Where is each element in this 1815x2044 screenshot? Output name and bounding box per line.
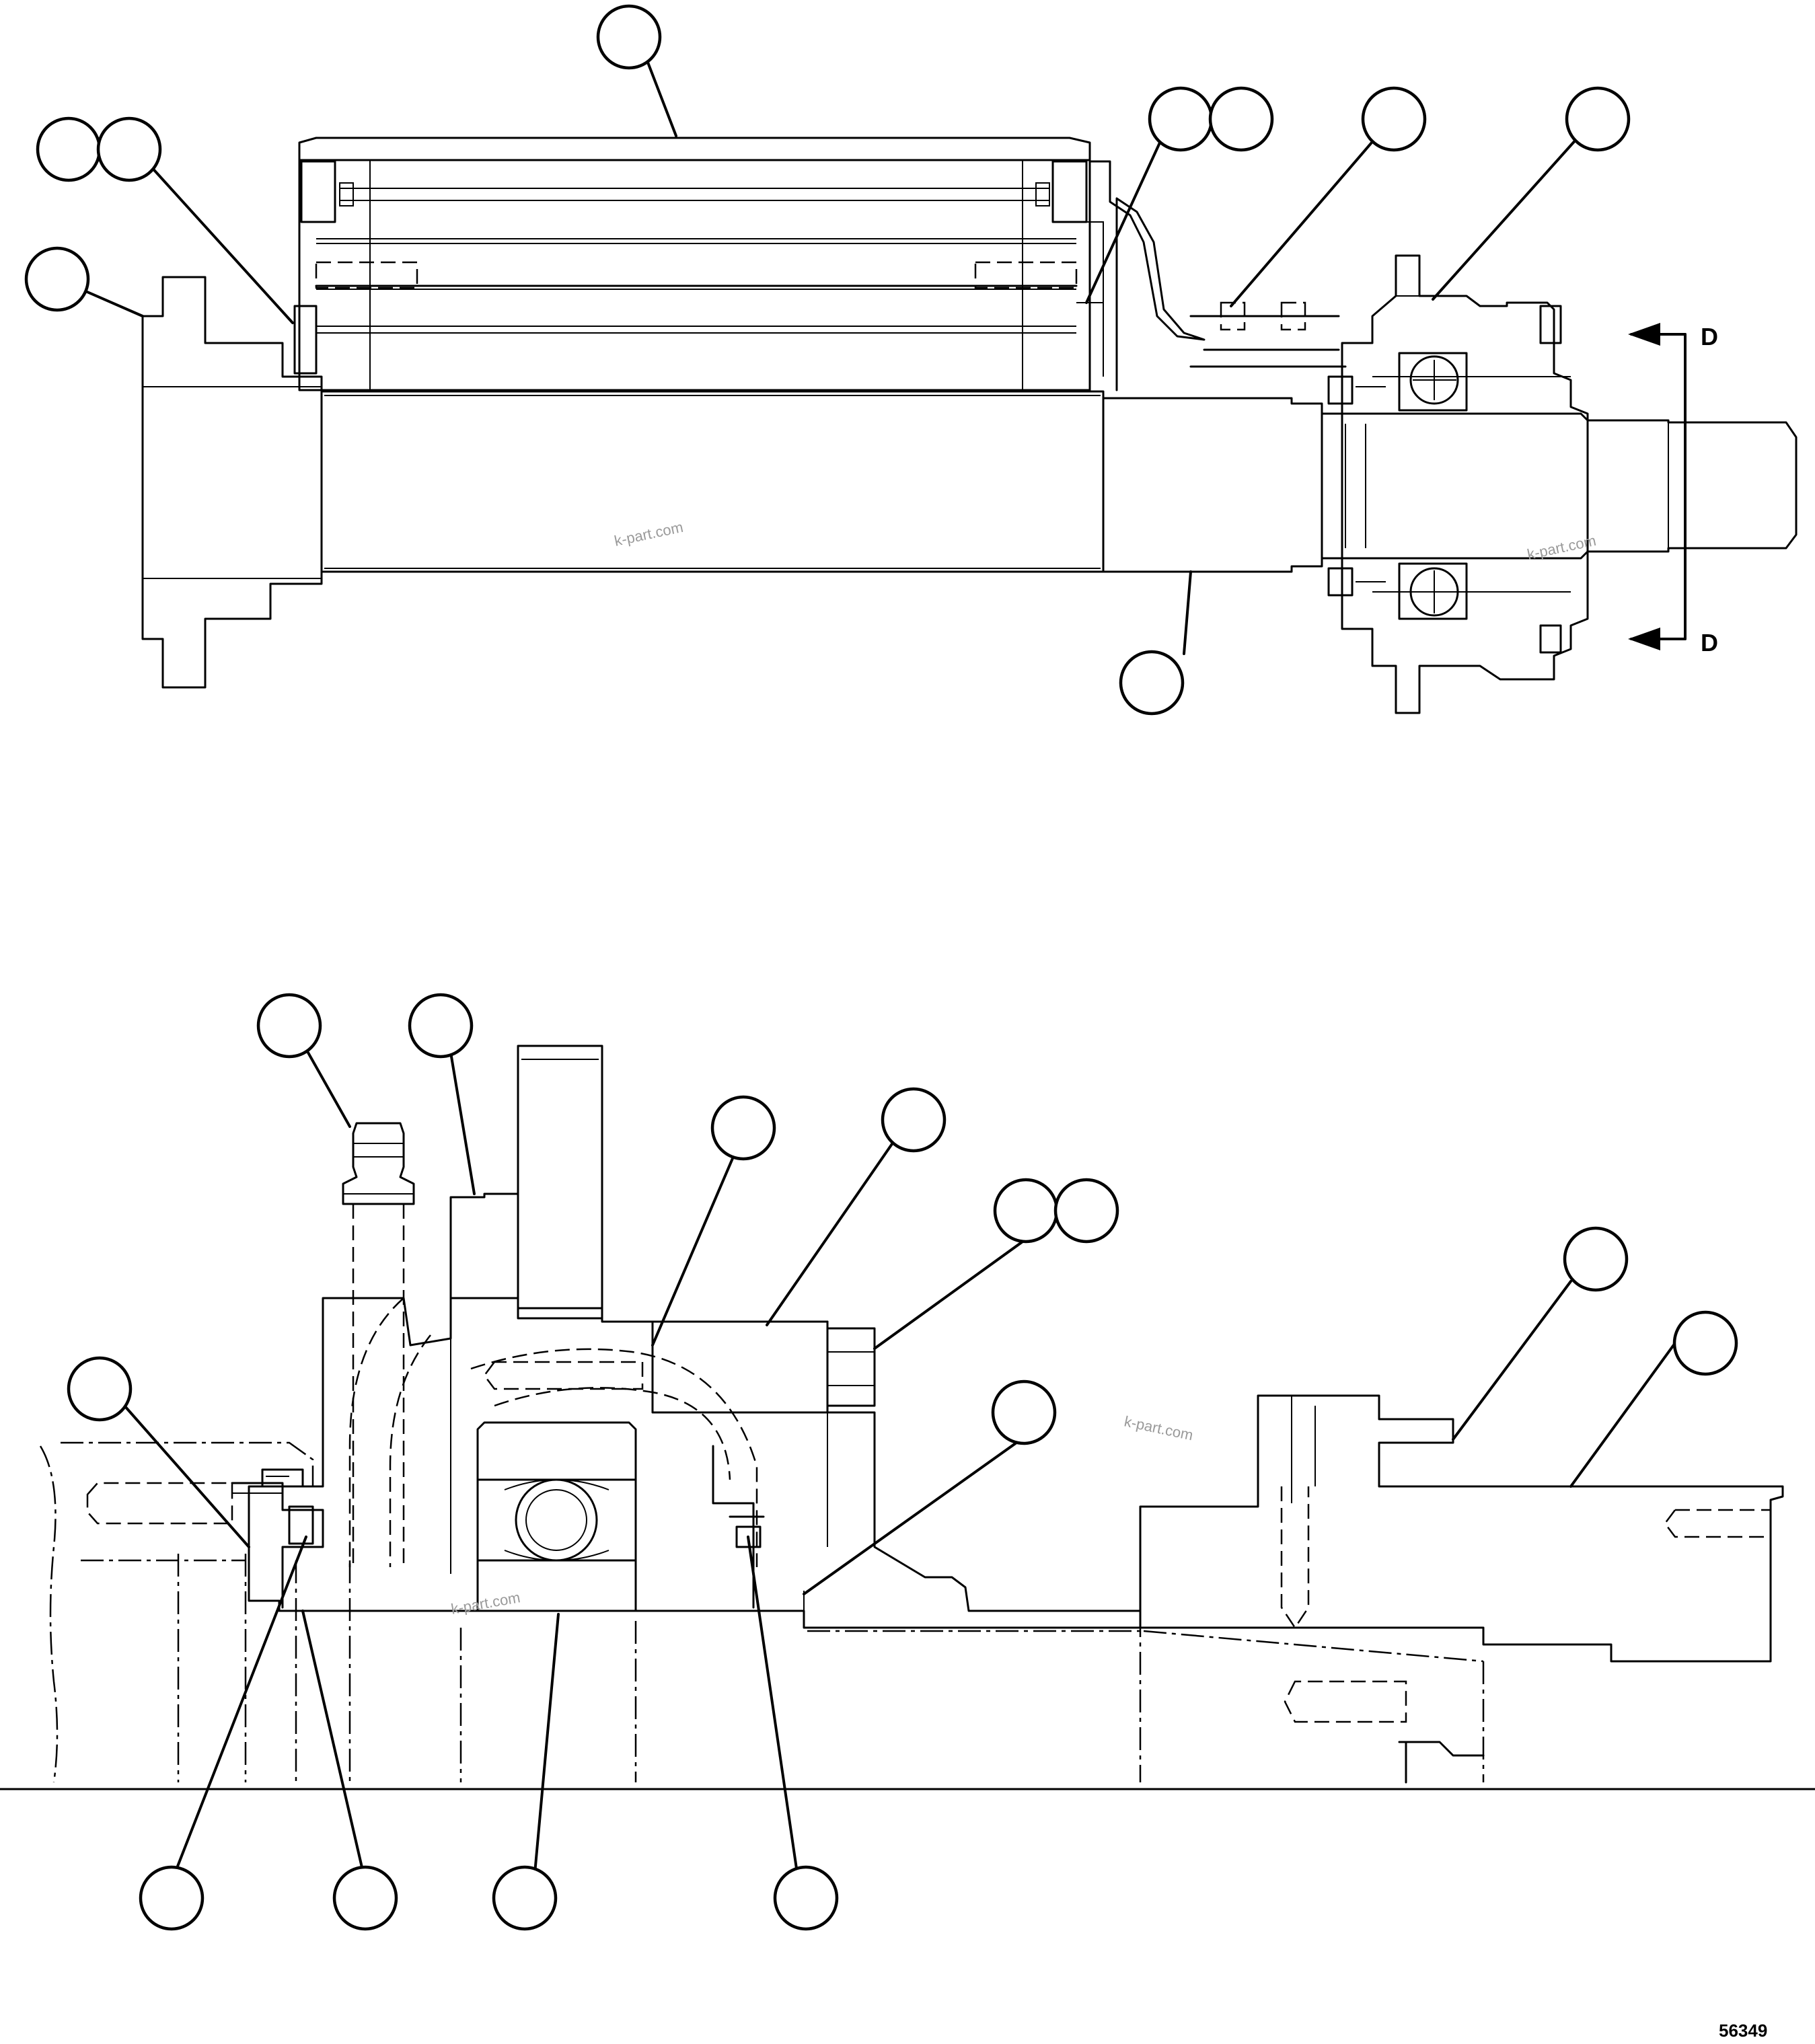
watermark-bottom: k-part.com xyxy=(1123,1412,1195,1443)
shaft-step xyxy=(1102,397,1323,573)
top-assembly-view: D D k-part.com k-part.com xyxy=(141,137,1798,714)
callouts-top-group xyxy=(24,4,1631,716)
left-flange-housing xyxy=(141,276,323,689)
watermark-bottom-left: k-part.com xyxy=(450,1589,522,1618)
hub-body xyxy=(1139,1394,1784,1663)
drum-cover xyxy=(298,137,1091,161)
bolt xyxy=(651,1320,829,1414)
callout-circle xyxy=(492,1865,558,1931)
callout-circle xyxy=(67,1356,133,1422)
main-shaft xyxy=(320,390,1105,573)
bottom-detail-view xyxy=(0,1045,1815,1790)
callout-circle xyxy=(1148,86,1214,152)
callout-circle xyxy=(36,116,102,182)
grease-fitting xyxy=(342,1122,415,1205)
callout-circle xyxy=(408,993,474,1059)
bottom-leader-lines: k-part.com k-part.com xyxy=(123,1051,1680,1875)
section-label-bottom: D xyxy=(1701,629,1718,656)
section-arrow-top xyxy=(1628,323,1660,346)
top-leader-lines xyxy=(83,56,1579,655)
callout-circle xyxy=(710,1095,776,1161)
bearing xyxy=(476,1421,637,1612)
bearing-ball xyxy=(515,1478,598,1562)
callout-circle xyxy=(773,1865,839,1931)
section-arrow-bottom xyxy=(1628,628,1660,650)
callout-circle xyxy=(991,1379,1057,1445)
hidden-housing-outline xyxy=(39,1441,314,1783)
callout-circle xyxy=(596,4,662,70)
bearing-housing xyxy=(1341,254,1589,714)
callout-circle xyxy=(1361,86,1427,152)
right-bracket xyxy=(1088,160,1206,391)
callout-circle xyxy=(1565,86,1631,152)
upper-post xyxy=(517,1045,603,1320)
section-label-top: D xyxy=(1701,323,1718,350)
callout-circle xyxy=(1672,1310,1738,1376)
callout-circle xyxy=(96,116,162,182)
callout-circle xyxy=(993,1178,1059,1244)
callout-circle xyxy=(139,1865,205,1931)
callout-circle xyxy=(881,1087,947,1153)
callout-circle xyxy=(1208,86,1274,152)
drum-body xyxy=(298,159,1091,391)
reference-number: 56349 xyxy=(1719,2020,1767,2041)
callout-circle xyxy=(1053,1178,1119,1244)
callout-circle xyxy=(1119,650,1185,716)
callout-circle xyxy=(332,1865,398,1931)
callout-circle xyxy=(24,246,90,312)
output-shaft xyxy=(1321,412,1798,560)
callout-circle xyxy=(256,993,322,1059)
key-coupling xyxy=(1189,315,1347,368)
watermark-top: k-part.com xyxy=(613,519,685,550)
callout-circle xyxy=(1563,1226,1629,1292)
left-seal xyxy=(231,1482,324,1609)
callouts-bottom-group xyxy=(67,993,1738,1931)
